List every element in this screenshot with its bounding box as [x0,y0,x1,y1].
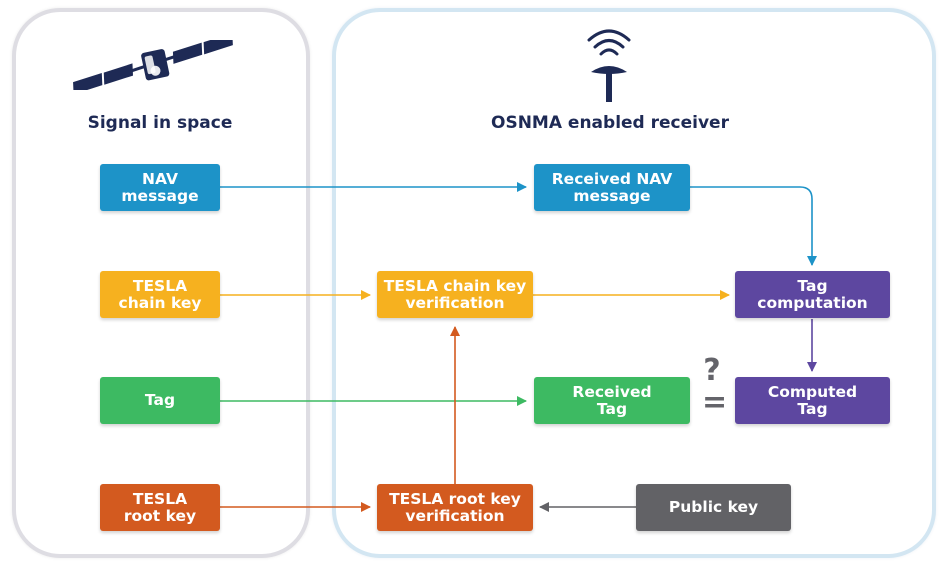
satellite-icon [73,40,233,90]
comparison-question-mark: ? [703,353,721,388]
nav-message-box: NAV message [100,164,220,211]
computed-tag-box: Computed Tag [735,377,890,424]
received-tag-box: Received Tag [534,377,690,424]
tag-computation-box: Tag computation [735,271,890,318]
tesla-root-key-verification-box: TESLA root key verification [377,484,533,531]
receiver-title: OSNMA enabled receiver [491,113,729,133]
signal-in-space-title: Signal in space [87,113,233,133]
comparison-equals-sign: = [702,385,728,420]
received-nav-to-tag-computation-arrow [690,186,817,266]
tesla-chain-key-box: TESLA chain key [100,271,220,318]
gnss-antenna-icon [587,29,631,102]
tesla-root-key-box: TESLA root key [100,484,220,531]
tag-box: Tag [100,377,220,424]
received-nav-message-box: Received NAV message [534,164,690,211]
public-key-box: Public key [636,484,791,531]
tesla-chain-key-verification-box: TESLA chain key verification [377,271,533,318]
